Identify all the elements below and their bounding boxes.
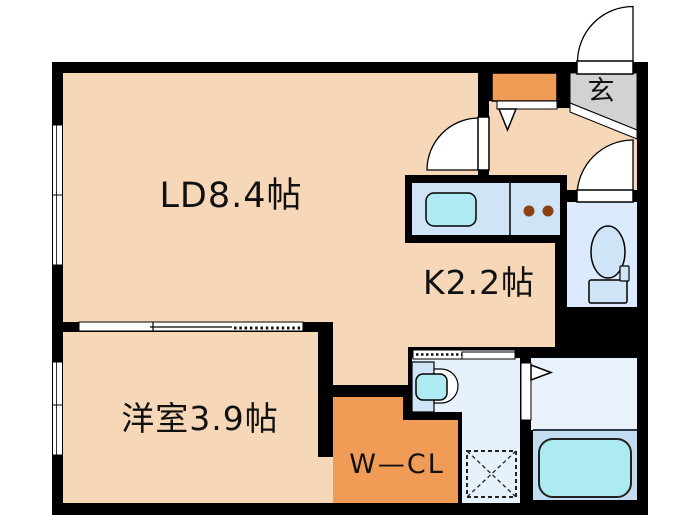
- front-door-leaf: [576, 60, 634, 75]
- toilet-flush-unit: [619, 265, 630, 282]
- entrance-room-label: 玄: [588, 76, 615, 107]
- stove-burner-right: [542, 205, 554, 217]
- hall-storage-door: [496, 100, 558, 110]
- stove-burner-left: [523, 205, 535, 217]
- ld-door-leaf: [477, 116, 490, 171]
- toilet-door-leaf: [576, 189, 634, 203]
- washing-machine-cross-line-1: [466, 450, 517, 498]
- washing-machine-cross-line-2: [466, 450, 517, 498]
- kitchen-floor: [405, 243, 555, 347]
- wcl-room-label: W—CL: [349, 449, 445, 480]
- bathroom-door: [520, 362, 532, 421]
- bathroom-door-swing-triangle: [530, 363, 554, 382]
- washroom-floor-lower: [462, 412, 520, 503]
- western-window: [52, 361, 63, 456]
- wcl-floor: [333, 397, 458, 503]
- western-room-label: 洋室3.9帖: [121, 399, 278, 438]
- bathtub: [538, 438, 632, 498]
- toilet-door-swing-arc: [576, 139, 634, 197]
- ld-room-label: LD8.4帖: [159, 176, 302, 216]
- washroom-sliding-door-panel: [461, 351, 516, 360]
- washbasin-sink: [415, 373, 448, 401]
- hall-storage-cabinet: [491, 72, 558, 102]
- kitchen-room-label: K2.2帖: [423, 263, 535, 302]
- bathroom-floor: [531, 358, 637, 430]
- kitchen-sink: [425, 192, 477, 227]
- western-room-floor: [63, 332, 318, 503]
- hall-storage-door-swing-triangle: [497, 108, 518, 132]
- toilet-tank: [588, 279, 628, 304]
- ld-door-swing-arc: [426, 117, 480, 171]
- front-door-swing-arc: [576, 5, 634, 63]
- washing-machine-space: [466, 450, 517, 498]
- entrance-step-edge: [569, 102, 638, 140]
- hallway-floor-lower: [333, 322, 408, 385]
- entrance-wall-stub: [557, 62, 570, 108]
- wcl-opening: [318, 457, 334, 503]
- toilet-bowl: [590, 225, 626, 279]
